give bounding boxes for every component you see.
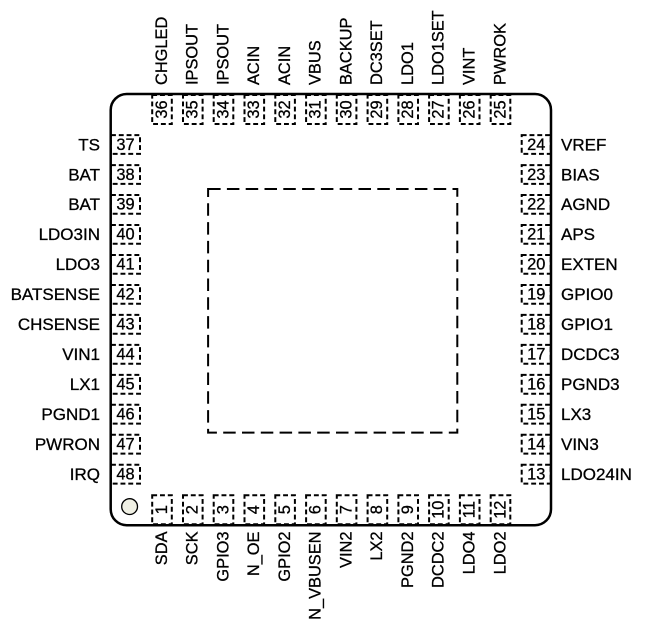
svg-text:17: 17 [527,346,545,364]
svg-text:DCDC3: DCDC3 [561,345,620,364]
svg-text:LDO3: LDO3 [56,255,100,274]
svg-text:LDO4: LDO4 [461,532,479,575]
svg-text:12: 12 [491,501,509,519]
svg-text:39: 39 [116,196,134,214]
svg-text:IPSOUT: IPSOUT [184,24,202,85]
svg-text:28: 28 [399,100,417,118]
svg-text:VREF: VREF [561,135,606,154]
svg-text:PGND3: PGND3 [561,375,620,394]
svg-text:45: 45 [116,376,134,394]
svg-text:EXTEN: EXTEN [561,255,618,274]
svg-text:SDA: SDA [153,531,171,565]
svg-text:44: 44 [116,346,134,364]
svg-text:N_OE: N_OE [245,531,263,576]
svg-text:TS: TS [78,135,100,154]
svg-text:48: 48 [116,466,134,484]
svg-text:11: 11 [461,501,479,518]
svg-text:PWROK: PWROK [491,23,509,85]
svg-text:VBUS: VBUS [307,40,325,85]
svg-text:20: 20 [527,256,545,274]
svg-text:6: 6 [307,505,325,514]
svg-text:40: 40 [116,226,134,244]
svg-text:BATSENSE: BATSENSE [11,285,100,304]
svg-text:AGND: AGND [561,195,610,214]
svg-text:35: 35 [184,100,202,118]
svg-text:CHGLED: CHGLED [153,17,171,85]
svg-text:GPIO2: GPIO2 [276,532,294,582]
svg-text:46: 46 [116,406,134,424]
svg-text:VINT: VINT [461,48,479,85]
svg-text:29: 29 [368,100,386,118]
svg-text:IRQ: IRQ [70,465,100,484]
svg-text:9: 9 [399,505,417,514]
svg-text:DC3SET: DC3SET [368,20,386,85]
svg-text:24: 24 [527,136,545,154]
svg-text:47: 47 [116,436,134,454]
svg-text:5: 5 [276,505,294,514]
svg-text:LX2: LX2 [368,532,386,561]
svg-text:PWRON: PWRON [35,435,100,454]
svg-text:38: 38 [116,166,134,184]
svg-text:LX1: LX1 [70,375,100,394]
svg-text:15: 15 [527,406,545,424]
svg-text:32: 32 [276,100,294,118]
svg-text:8: 8 [368,505,386,514]
svg-text:34: 34 [214,100,232,118]
svg-text:2: 2 [184,505,202,514]
svg-text:PGND2: PGND2 [399,532,417,588]
svg-text:BAT: BAT [68,195,100,214]
svg-text:25: 25 [491,100,509,118]
svg-text:30: 30 [337,100,355,118]
svg-text:13: 13 [527,466,545,484]
svg-text:36: 36 [153,100,171,118]
svg-text:1: 1 [153,505,171,514]
svg-text:7: 7 [337,505,355,514]
svg-text:LDO24IN: LDO24IN [561,465,632,484]
svg-text:LDO3IN: LDO3IN [39,225,100,244]
svg-text:33: 33 [245,100,263,118]
svg-text:GPIO1: GPIO1 [561,315,613,334]
svg-text:PGND1: PGND1 [41,405,100,424]
svg-text:43: 43 [116,316,134,334]
svg-text:14: 14 [527,436,545,454]
svg-text:21: 21 [527,226,545,244]
svg-text:DCDC2: DCDC2 [430,532,448,588]
svg-text:22: 22 [527,196,545,214]
svg-text:N_VBUSEN: N_VBUSEN [307,532,325,620]
svg-text:BIAS: BIAS [561,165,600,184]
svg-text:26: 26 [461,100,479,118]
svg-text:10: 10 [430,501,448,519]
svg-text:LDO1SET: LDO1SET [430,10,448,85]
svg-text:BAT: BAT [68,165,100,184]
svg-text:19: 19 [527,286,545,304]
svg-text:LX3: LX3 [561,405,591,424]
svg-text:VIN3: VIN3 [561,435,599,454]
svg-text:42: 42 [116,286,134,304]
svg-text:APS: APS [561,225,595,244]
svg-text:31: 31 [307,100,325,118]
svg-text:IPSOUT: IPSOUT [214,24,232,85]
svg-text:41: 41 [116,256,134,274]
svg-text:SCK: SCK [184,531,202,565]
svg-text:3: 3 [214,505,232,514]
svg-text:ACIN: ACIN [245,46,263,85]
svg-text:37: 37 [116,136,134,154]
svg-text:4: 4 [245,505,263,514]
svg-text:GPIO3: GPIO3 [214,532,232,582]
svg-text:BACKUP: BACKUP [337,18,355,85]
svg-text:LDO1: LDO1 [399,42,417,85]
svg-text:16: 16 [527,376,545,394]
svg-text:23: 23 [527,166,545,184]
svg-text:LDO2: LDO2 [491,532,509,575]
svg-text:VIN1: VIN1 [62,345,100,364]
svg-text:CHSENSE: CHSENSE [18,315,100,334]
svg-text:VIN2: VIN2 [337,532,355,568]
svg-text:18: 18 [527,316,545,334]
svg-text:27: 27 [430,100,448,118]
svg-text:GPIO0: GPIO0 [561,285,613,304]
svg-text:ACIN: ACIN [276,46,294,85]
